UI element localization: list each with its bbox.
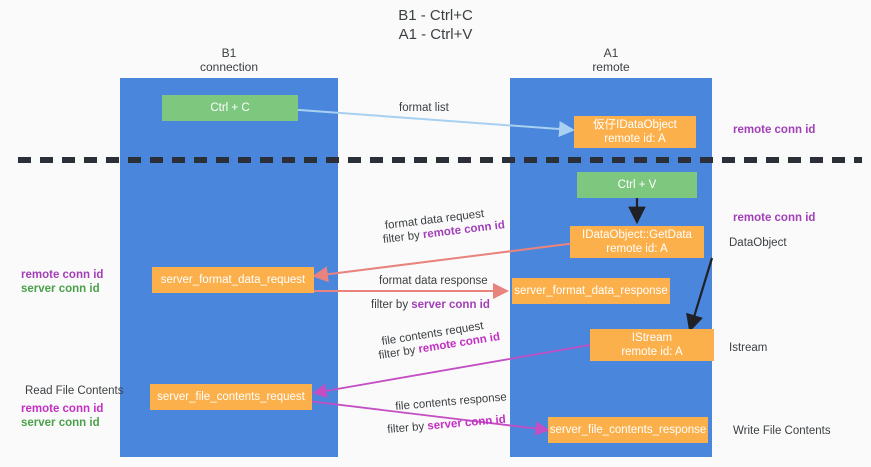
annotation-left-remote-conn-id-mid: remote conn id [21,269,104,281]
filter-key-server-conn-id: server conn id [411,299,490,311]
box-server-format-data-response[interactable]: server_format_data_response [512,278,670,304]
label-format-data-response: format data response [379,275,488,287]
annotation-left-server-conn-id-mid: server conn id [21,283,100,295]
annotation-left-server-conn-id-bottom: server conn id [21,417,100,429]
box-ctrl-v[interactable]: Ctrl + V [577,172,697,198]
box-istream[interactable]: IStream remote id: A [590,329,714,361]
label-format-data-response-filter: filter by server conn id [371,298,490,313]
column-header-b1: B1 connection [199,46,259,74]
label-format-list: format list [399,102,449,114]
annotation-right-dataobject: DataObject [729,237,787,249]
annotation-right-remote-conn-id-mid: remote conn id [733,212,816,224]
annotation-right-remote-conn-id-top: remote conn id [733,124,816,136]
column-header-a1: A1 remote [592,46,630,74]
box-idataobject-getdata[interactable]: IDataObject::GetData remote id: A [570,226,704,258]
box-server-file-contents-response[interactable]: server_file_contents_response [548,417,708,443]
diagram-title: B1 - Ctrl+C A1 - Ctrl+V [398,7,473,43]
box-ctrl-c[interactable]: Ctrl + C [162,95,298,121]
arrow-format-list [271,107,575,137]
annotation-left-remote-conn-id-bottom: remote conn id [21,403,104,415]
box-idataobject[interactable]: 仮仔IDataObject remote id: A [574,116,696,148]
filter-prefix-text: filter by [382,229,424,247]
annotation-right-write-file-contents: Write File Contents [733,425,831,437]
annotation-left-read-file-contents: Read File Contents [25,385,124,397]
box-server-file-contents-request[interactable]: server_file_contents_request [150,384,312,410]
filter-prefix-text: filter by [371,299,412,311]
annotation-right-istream: Istream [729,342,768,354]
arrow-file-contents-request [312,344,591,398]
filter-prefix-text: filter by [386,420,428,437]
arrow-getdata-to-istream [686,257,714,333]
box-server-format-data-request[interactable]: server_format_data_request [152,267,314,293]
arrow-format-data-request [312,242,577,283]
